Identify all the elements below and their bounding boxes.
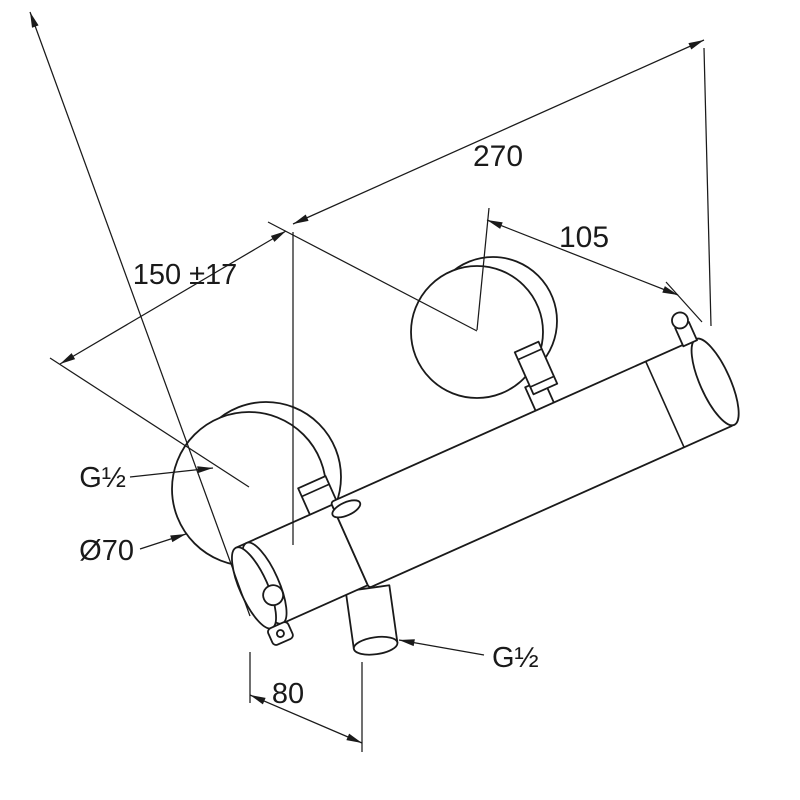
dimension-annotations: 270 105 150 ±17 G½ Ø70 G½ 80	[29, 11, 712, 752]
diverter-button	[671, 311, 689, 330]
leader-line-outlet-thread	[398, 639, 485, 656]
right-union-nut	[513, 340, 559, 396]
extension-line-150-right	[267, 221, 478, 332]
right-nut-body	[513, 340, 559, 396]
right-nut-facet-line	[529, 375, 555, 388]
left-nut-facet-line	[301, 483, 330, 498]
body-end-divider	[645, 361, 685, 448]
dim-label-outlet-offset: 80	[272, 678, 304, 710]
dim-label-left-thread: G½	[79, 462, 126, 494]
safety-button-dot	[276, 629, 285, 638]
safety-button	[267, 621, 294, 646]
leader-line-flange-diameter	[139, 533, 187, 550]
extension-line-270-right	[703, 47, 712, 327]
right-flange	[410, 265, 544, 399]
dimension-line-105	[486, 219, 679, 296]
extension-line-overall-left	[29, 11, 251, 617]
outlet-end-face	[352, 635, 399, 656]
dimension-line-150	[59, 230, 287, 365]
dim-label-overall-length: 270	[473, 140, 523, 173]
shower-mixer-fixture	[171, 256, 740, 656]
dim-label-connection-spacing: 150 ±17	[133, 259, 238, 291]
right-nut-facet-line	[517, 348, 543, 361]
mixer-body-group	[231, 311, 740, 646]
knob-grip-dot	[262, 584, 285, 607]
extension-line-150-left	[49, 357, 250, 488]
dim-label-right-end-offset: 105	[559, 221, 609, 254]
dim-label-outlet-thread: G½	[492, 642, 539, 674]
bottom-outlet	[344, 584, 399, 656]
dimension-line-80	[249, 694, 363, 744]
leader-line-left-thread	[129, 466, 214, 478]
dimension-line-270	[292, 39, 705, 225]
brand-mark	[331, 499, 362, 519]
dim-label-flange-diameter: Ø70	[79, 535, 134, 567]
